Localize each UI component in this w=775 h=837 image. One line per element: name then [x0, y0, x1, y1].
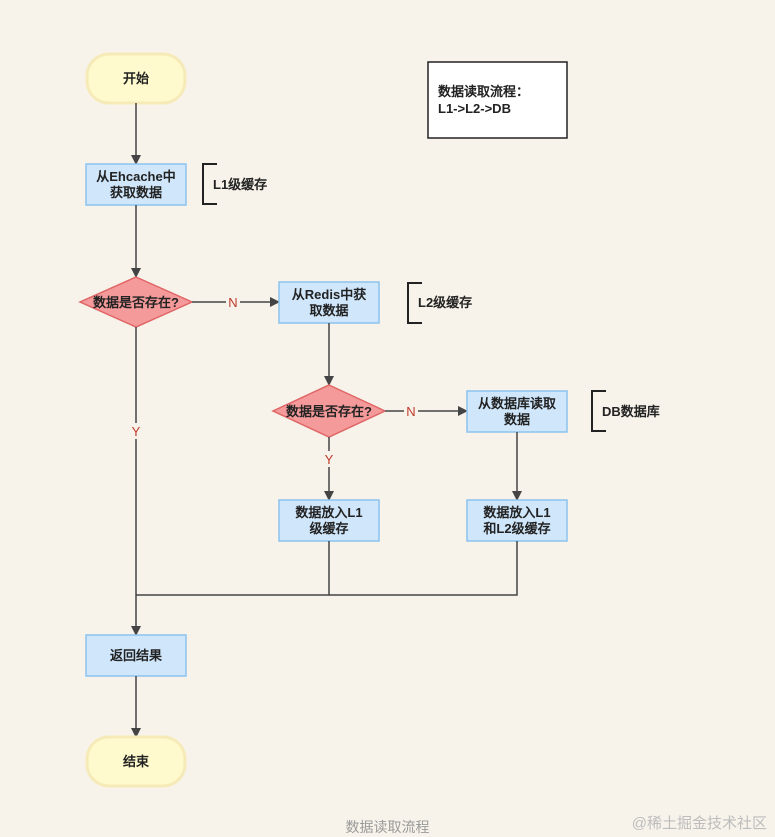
ehcache-node: 从Ehcache中 获取数据 [85, 163, 187, 206]
return-label: 返回结果 [110, 648, 162, 663]
watermark: @稀土掘金技术社区 [631, 815, 767, 832]
edge-put-l1-merge [136, 541, 330, 596]
db-bracket-label: DB数据库 [602, 404, 660, 419]
put-l1-l2-label-line1: 数据放入L1 [483, 505, 550, 520]
check2-node: 数据是否存在? [271, 384, 387, 438]
edge-put-l1-l2-merge [329, 541, 518, 596]
start-label: 开始 [123, 71, 149, 86]
return-node: 返回结果 [85, 634, 187, 677]
end-label: 结束 [123, 754, 150, 769]
edge-label-yes2: Y [325, 452, 334, 467]
figure-caption: 数据读取流程 [345, 819, 430, 835]
start-node: 开始 [85, 52, 187, 105]
redis-node: 从Redis中获 取数据 [278, 281, 380, 324]
put-l1-label-line2: 级缓存 [309, 521, 348, 536]
l2-bracket: L2级缓存 [407, 282, 472, 324]
put-l1-l2-label-line2: 和L2级缓存 [483, 521, 550, 536]
l1-bracket-label: L1级缓存 [213, 177, 267, 192]
note-line2: L1->L2->DB [438, 101, 511, 116]
check1-label: 数据是否存在? [93, 295, 179, 310]
put-l1-node: 数据放入L1 级缓存 [278, 499, 380, 542]
edge-label-yes1: Y [132, 424, 141, 439]
put-l1-label-line1: 数据放入L1 [295, 505, 362, 520]
note-box: 数据读取流程： L1->L2->DB [427, 61, 568, 139]
check1-node: 数据是否存在? [78, 276, 194, 328]
db-label-line1: 从数据库读取 [478, 396, 557, 411]
put-l1-l2-node: 数据放入L1 和L2级缓存 [466, 499, 568, 542]
ehcache-label-line2: 获取数据 [110, 185, 162, 200]
end-node: 结束 [85, 735, 187, 788]
redis-label-line1: 从Redis中获 [292, 287, 366, 302]
check2-label: 数据是否存在? [286, 404, 372, 419]
ehcache-label-line1: 从Ehcache中 [96, 169, 175, 184]
db-label-line2: 数据 [504, 412, 530, 427]
edge-label-no2: N [406, 404, 415, 419]
db-node: 从数据库读取 数据 [466, 390, 568, 433]
redis-label-line2: 取数据 [309, 303, 348, 318]
edge-label-no1: N [228, 295, 237, 310]
note-line1: 数据读取流程： [438, 84, 529, 99]
l1-bracket: L1级缓存 [202, 163, 267, 205]
db-bracket: DB数据库 [591, 390, 660, 432]
l2-bracket-label: L2级缓存 [418, 295, 472, 310]
